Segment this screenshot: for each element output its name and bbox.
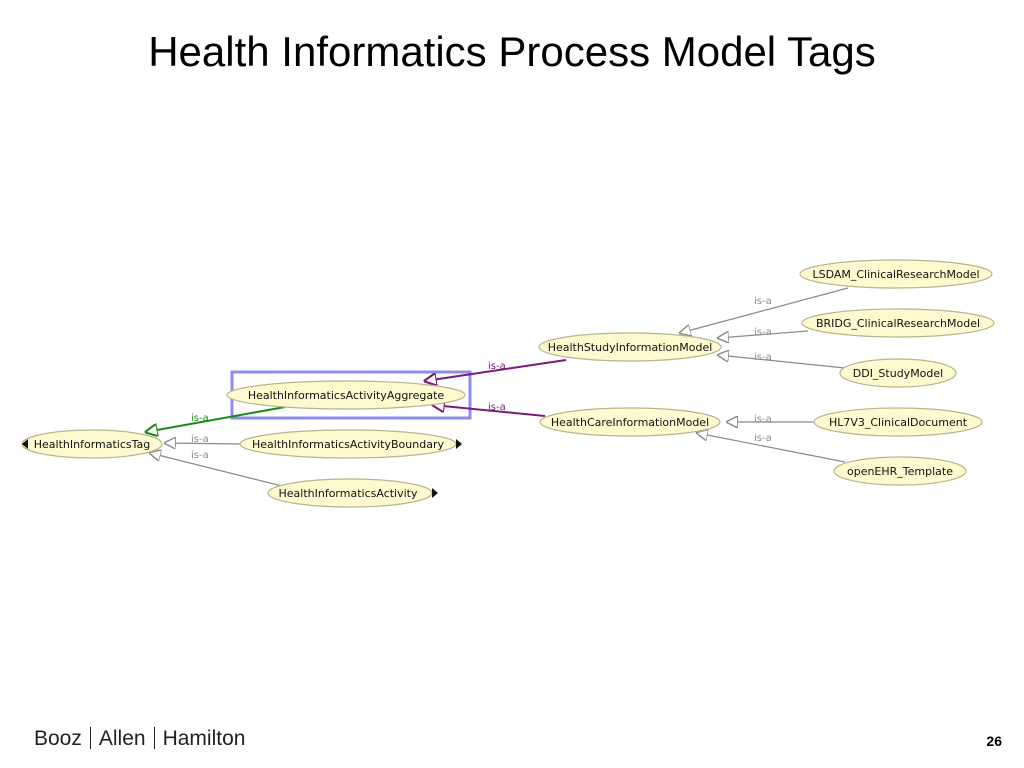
edge-study-aggregate [425, 359, 567, 381]
edge-label: is-a [754, 414, 772, 425]
node-hl7v3-clinicaldocument[interactable]: HL7V3_ClinicalDocument [813, 407, 983, 437]
edge-boundary-tag [165, 443, 242, 444]
logo-word: Allen [98, 727, 146, 750]
logo-word: Booz [34, 727, 82, 750]
node-bridg-clinicalresearchmodel[interactable]: BRIDG_ClinicalResearchModel [801, 308, 995, 338]
edge-care-aggregate [433, 405, 546, 417]
edge-label: is-a [754, 296, 772, 307]
node-healthinformaticstag[interactable]: HealthInformaticsTag [21, 429, 163, 459]
node-lsdam-clinicalresearchmodel[interactable]: LSDAM_ClinicalResearchModel [799, 259, 993, 289]
node-label: HealthInformaticsActivityAggregate [248, 389, 445, 402]
edges [146, 287, 849, 489]
edge-label: is-a [191, 450, 209, 461]
logo-divider [153, 727, 155, 749]
node-label: HealthInformaticsTag [34, 438, 151, 451]
node-label: DDI_StudyModel [853, 367, 943, 380]
node-label: LSDAM_ClinicalResearchModel [812, 268, 979, 281]
nodes: HealthInformaticsTag HealthInformaticsAc… [21, 259, 995, 508]
node-label: BRIDG_ClinicalResearchModel [816, 317, 980, 330]
node-healthinformaticsactivity[interactable]: HealthInformaticsActivity [267, 478, 438, 508]
page-number: 26 [986, 733, 1002, 749]
edge-lsdam-study [680, 287, 849, 333]
node-healthinformaticsactivityaggregate[interactable]: HealthInformaticsActivityAggregate [226, 380, 466, 410]
node-healthinformaticsactivityboundary[interactable]: HealthInformaticsActivityBoundary [239, 429, 462, 459]
node-label: openEHR_Template [847, 465, 953, 478]
node-openehr-template[interactable]: openEHR_Template [833, 456, 967, 486]
edge-label: is-a [488, 361, 506, 372]
node-healthstudyinformationmodel[interactable]: HealthStudyInformationModel [538, 332, 722, 362]
edge-ddi-study [718, 355, 846, 369]
edge-aggregate-tag [146, 406, 286, 432]
edge-bridg-study [718, 330, 809, 338]
slide-title: Health Informatics Process Model Tags [148, 28, 876, 75]
edge-label: is-a [754, 352, 772, 363]
node-label: HealthInformaticsActivityBoundary [252, 438, 444, 451]
edge-label: is-a [754, 433, 772, 444]
edge-openehr-care [697, 433, 846, 463]
edge-label: is-a [191, 413, 209, 424]
edge-label: is-a [488, 402, 506, 413]
node-label: HealthCareInformationModel [551, 416, 709, 429]
node-label: HL7V3_ClinicalDocument [829, 416, 968, 429]
company-logo: Booz Allen Hamilton [34, 727, 245, 751]
edge-label: is-a [191, 434, 209, 445]
node-label: HealthStudyInformationModel [548, 341, 713, 354]
node-healthcareinformationmodel[interactable]: HealthCareInformationModel [539, 407, 721, 437]
node-ddi-studymodel[interactable]: DDI_StudyModel [839, 358, 957, 388]
edge-labels: is-a is-a is-a is-a is-a is-a is-a is-a … [191, 296, 772, 461]
logo-word: Hamilton [162, 727, 246, 750]
node-label: HealthInformaticsActivity [278, 487, 417, 500]
edge-label: is-a [754, 327, 772, 338]
edge-activity-tag [150, 453, 291, 489]
logo-divider [89, 727, 91, 749]
